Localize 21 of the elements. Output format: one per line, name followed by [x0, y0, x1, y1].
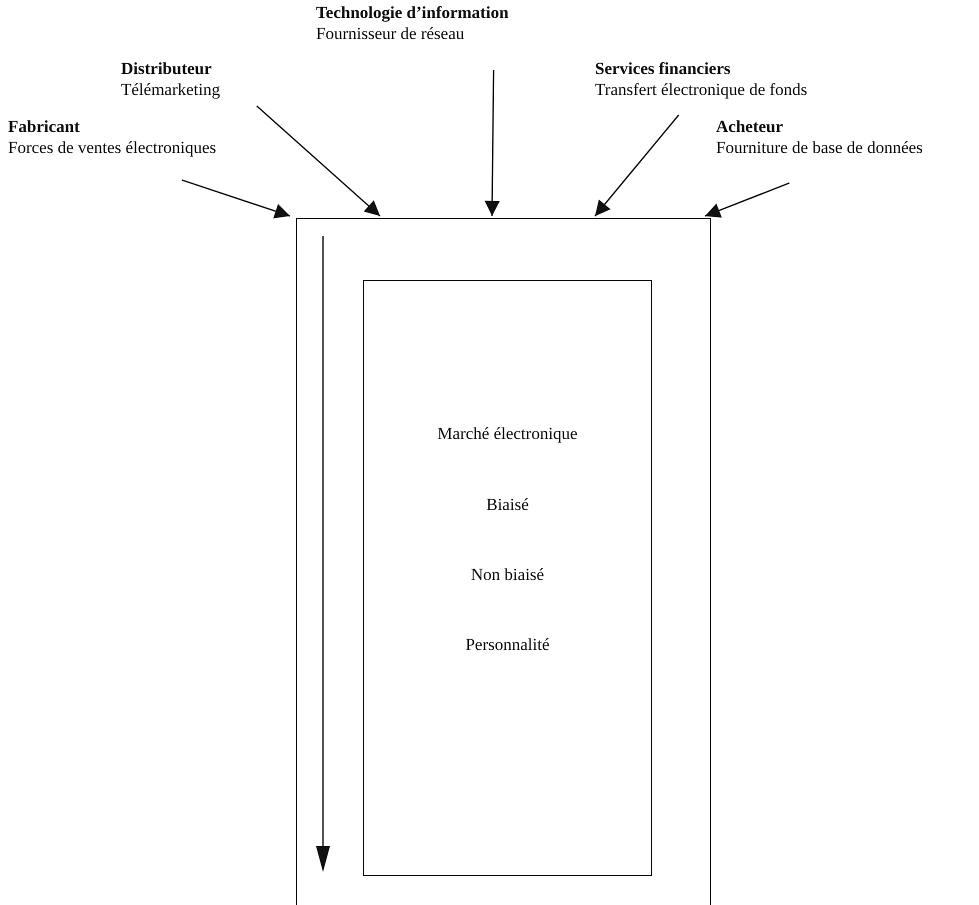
actor-title: Technologie d’information: [316, 2, 509, 23]
actor-title: Distributeur: [121, 58, 212, 79]
actor-description: Transfert électronique de fonds: [595, 79, 808, 100]
actor-description: Télémarketing: [121, 79, 220, 100]
box-text: Biaisé: [486, 495, 529, 515]
box-text: Personnalité: [465, 635, 550, 655]
actor-description: Fourniture de base de données: [716, 137, 923, 158]
actor-title: Acheteur: [716, 116, 784, 137]
arrow: [704, 182, 790, 218]
content-box: [363, 280, 652, 876]
arrow: [182, 179, 290, 218]
actor-description: Fournisseur de réseau: [316, 23, 464, 44]
frame-box: [296, 218, 711, 905]
arrow: [484, 70, 500, 216]
box-text: Marché électronique: [437, 424, 578, 444]
actor-title: Fabricant: [8, 116, 80, 137]
box-text: Non biaisé: [470, 565, 544, 585]
actor-title: Services financiers: [595, 58, 730, 79]
actor-description: Forces de ventes électroniques: [8, 137, 216, 158]
arrow: [594, 114, 680, 216]
arrow: [256, 105, 380, 217]
